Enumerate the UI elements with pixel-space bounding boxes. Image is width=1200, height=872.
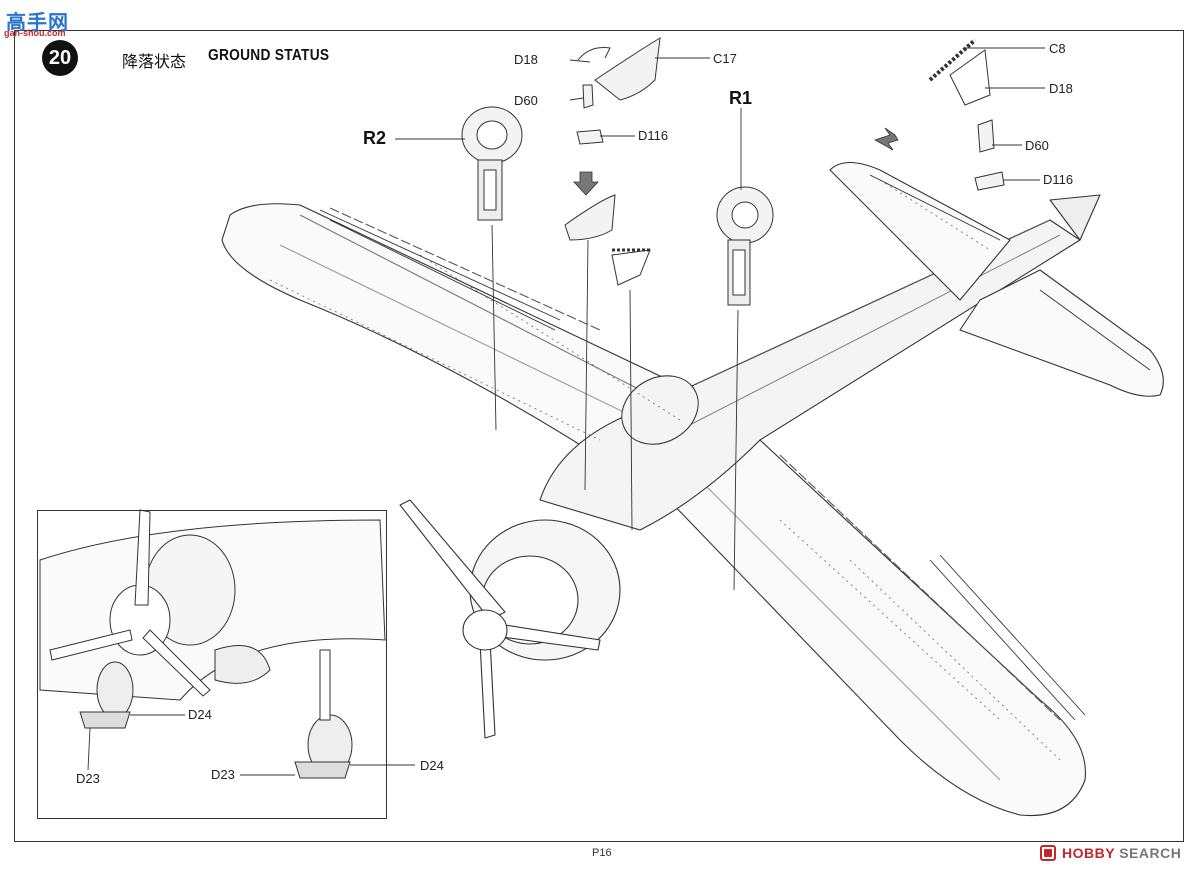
watermark-search: SEARCH	[1119, 845, 1182, 861]
step-number-badge: 20	[42, 40, 78, 76]
down-left-arrow-icon	[874, 127, 899, 151]
horizontal-tail	[829, 161, 1011, 301]
down-arrow-icon	[573, 171, 599, 196]
inset-label-d24-a: D24	[188, 707, 212, 722]
watermark-logo: 高手网 gan-shou.com	[2, 4, 80, 38]
detail-inset	[37, 510, 387, 819]
watermark-url: gan-shou.com	[4, 28, 66, 38]
inset-label-d23-a: D23	[76, 771, 100, 786]
hobby-search-watermark: HOBBY SEARCH	[1040, 845, 1181, 861]
label-d18-right: D18	[1049, 81, 1073, 96]
right-wing	[639, 439, 1087, 817]
label-d60-top: D60	[514, 93, 538, 108]
label-d60-right: D60	[1025, 138, 1049, 153]
inset-label-d23-b: D23	[211, 767, 235, 782]
hobby-search-logo-icon	[1040, 845, 1056, 861]
watermark-hobby: HOBBY	[1062, 845, 1115, 861]
horizontal-tail-right	[959, 269, 1164, 397]
step-title-cn: 降落状态	[122, 52, 187, 71]
label-d18-top: D18	[514, 52, 538, 67]
watermark-cn: 高手网	[6, 10, 69, 34]
page-border	[14, 30, 1184, 842]
left-wing	[221, 203, 701, 471]
label-r2: R2	[363, 128, 387, 148]
label-c17: C17	[713, 51, 737, 66]
inset-label-d24-b: D24	[420, 758, 444, 773]
step-title-en: GROUND STATUS	[208, 47, 330, 64]
label-c8: C8	[1049, 41, 1066, 56]
label-d116-top: D116	[638, 128, 669, 143]
page-number: P16	[592, 847, 612, 859]
label-r1: R1	[729, 88, 753, 108]
label-d116-right: D116	[1043, 172, 1074, 187]
fuselage	[539, 219, 1081, 531]
